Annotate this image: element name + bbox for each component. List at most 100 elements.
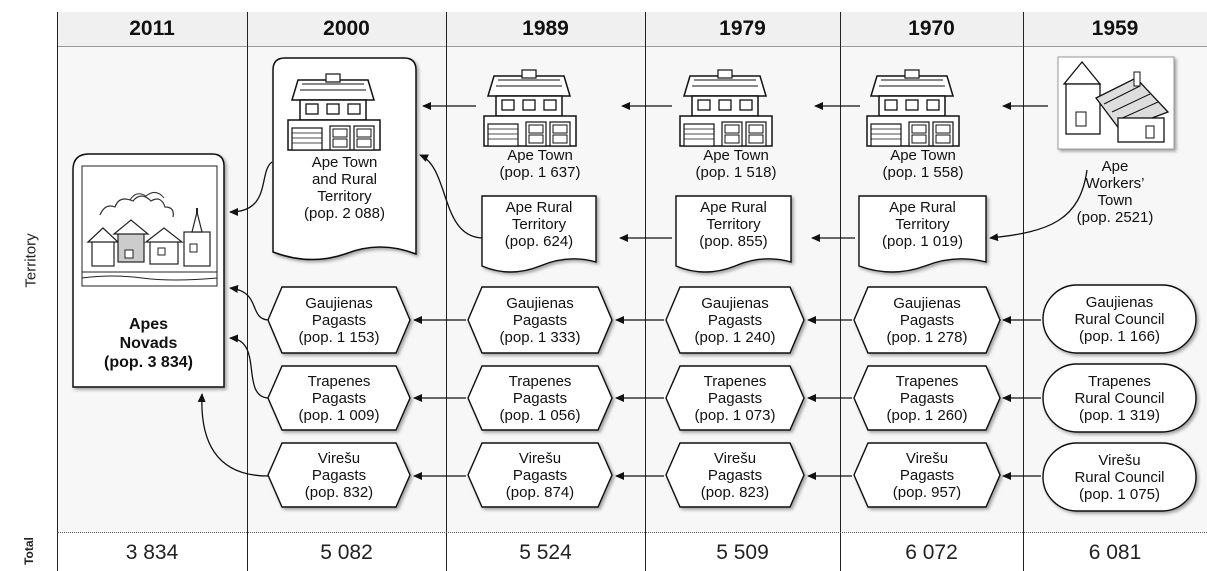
label-line: (pop. 1 518) (696, 164, 777, 181)
label-line: Trapenes (704, 373, 767, 390)
label-line: Ape Rural (506, 199, 573, 216)
house-icon (484, 70, 576, 146)
label-vire-1979: VirešuPagasts(pop. 823) (666, 443, 804, 507)
label-trap-1979: TrapenesPagasts(pop. 1 073) (666, 366, 804, 430)
label-line: Gaujienas (701, 295, 769, 312)
label-line: (pop. 1 240) (695, 329, 776, 346)
label-ape-rural-1989: Ape Rural Territory (pop. 624) (482, 196, 596, 252)
label-line: (pop. 1 009) (299, 407, 380, 424)
label-line: (pop. 1 153) (299, 329, 380, 346)
label-line: Pagasts (513, 390, 567, 407)
label-line: Pagasts (513, 312, 567, 329)
label-line: Rural Council (1074, 390, 1164, 407)
label-line: Virešu (519, 450, 561, 467)
label-line: (pop. 1 558) (883, 164, 964, 181)
label-line: Workers’ (1086, 175, 1145, 192)
label-line: Gaujienas (893, 295, 961, 312)
label-line: Ape Town (507, 147, 573, 164)
label-gauj-2000: GaujienasPagasts(pop. 1 153) (268, 287, 410, 353)
label-line: Pagasts (708, 467, 762, 484)
label-line: Pagasts (513, 467, 567, 484)
house-icon (867, 70, 959, 146)
label-apes-novads: Apes Novads (pop. 3 834) (73, 312, 224, 374)
label-line: Rural Council (1074, 311, 1164, 328)
label-line: Pagasts (900, 467, 954, 484)
label-line: (pop. 1 166) (1079, 328, 1160, 345)
label-line: Pagasts (312, 467, 366, 484)
label-line: Ape (1102, 158, 1129, 175)
label-line: Rural Council (1074, 469, 1164, 486)
label-line: Town (1097, 192, 1132, 209)
label-line: (pop. 1 333) (500, 329, 581, 346)
label-line: Pagasts (708, 312, 762, 329)
label-line: (pop. 957) (893, 484, 961, 501)
label-ape-town-1979: Ape Town (pop. 1 518) (666, 146, 806, 182)
label-line: Virešu (1098, 452, 1140, 469)
label-line: Gaujienas (506, 295, 574, 312)
label-line: (pop. 624) (505, 233, 573, 250)
label-line: Gaujienas (305, 295, 373, 312)
label-ape-town-rural-2000: Ape Town and Rural Territory (pop. 2 088… (273, 152, 416, 224)
label-line: (pop. 1 319) (1079, 407, 1160, 424)
label-line: Trapenes (509, 373, 572, 390)
label-ape-workers-1959: Ape Workers’ Town (pop. 2521) (1040, 156, 1190, 228)
label-line: Trapenes (1088, 373, 1151, 390)
label-line: Virešu (318, 450, 360, 467)
label-line: Ape Town (703, 147, 769, 164)
label-line: (pop. 855) (699, 233, 767, 250)
label-line: Virešu (906, 450, 948, 467)
label-ape-rural-1970: Ape Rural Territory (pop. 1 019) (859, 196, 986, 252)
label-line: and Rural (312, 171, 377, 188)
label-line: Gaujienas (1086, 294, 1154, 311)
label-line: (pop. 874) (506, 484, 574, 501)
label-line: Apes (129, 315, 168, 334)
label-line: Pagasts (312, 312, 366, 329)
label-line: (pop. 1 637) (500, 164, 581, 181)
label-ape-town-1989: Ape Town (pop. 1 637) (470, 146, 610, 182)
label-line: Pagasts (708, 390, 762, 407)
label-ape-town-1970: Ape Town (pop. 1 558) (853, 146, 993, 182)
house-icon (680, 70, 772, 146)
workers-town-icon (1058, 57, 1174, 149)
label-line: Trapenes (308, 373, 371, 390)
label-line: Pagasts (312, 390, 366, 407)
label-line: Ape Rural (700, 199, 767, 216)
label-line: (pop. 1 019) (882, 233, 963, 250)
label-line: Novads (120, 334, 178, 353)
label-line: Ape Town (890, 147, 956, 164)
label-line: Territory (895, 216, 949, 233)
label-line: Territory (706, 216, 760, 233)
label-line: (pop. 1 278) (887, 329, 968, 346)
label-trap-2000: TrapenesPagasts(pop. 1 009) (268, 366, 410, 430)
label-line: (pop. 823) (701, 484, 769, 501)
label-line: (pop. 1 073) (695, 407, 776, 424)
label-line: Ape Town (312, 154, 378, 171)
label-line: Pagasts (900, 390, 954, 407)
label-line: (pop. 1 056) (500, 407, 581, 424)
label-line: (pop. 1 075) (1079, 486, 1160, 503)
label-line: Territory (317, 188, 371, 205)
label-line: (pop. 2521) (1077, 209, 1154, 226)
label-line: Ape Rural (889, 199, 956, 216)
label-ape-rural-1979: Ape Rural Territory (pop. 855) (676, 196, 791, 252)
label-line: Territory (512, 216, 566, 233)
town-illustration (82, 166, 217, 286)
label-line: Trapenes (896, 373, 959, 390)
label-line: Pagasts (900, 312, 954, 329)
label-line: Virešu (714, 450, 756, 467)
label-line: (pop. 2 088) (304, 205, 385, 222)
label-line: (pop. 3 834) (104, 353, 193, 372)
label-line: (pop. 832) (305, 484, 373, 501)
label-line: (pop. 1 260) (887, 407, 968, 424)
